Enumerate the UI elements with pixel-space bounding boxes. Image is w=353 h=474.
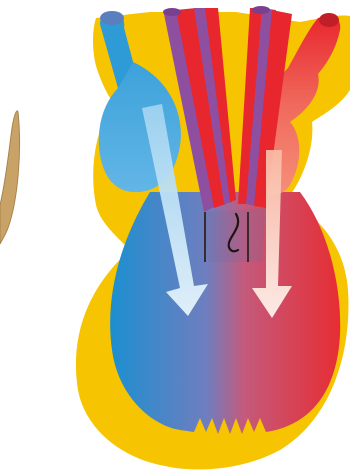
septum [204,208,266,262]
vena-cava-opening [100,11,124,25]
pulmonary-vein-opening [319,13,339,27]
side-shape [0,111,20,244]
